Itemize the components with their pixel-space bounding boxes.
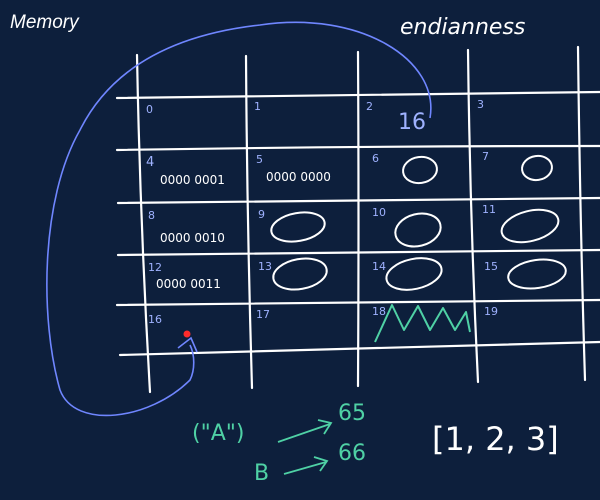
byte-circles bbox=[270, 154, 567, 291]
page-title: Memory bbox=[10, 12, 79, 33]
arrow-head-icon bbox=[313, 456, 329, 472]
circle-mark bbox=[500, 208, 560, 244]
circle-mark bbox=[385, 257, 443, 291]
circle-mark bbox=[270, 211, 326, 243]
cell-values: 0000 0001 0000 0000 0000 0010 0000 0011 bbox=[156, 170, 331, 291]
grid-line-h4 bbox=[116, 248, 600, 257]
circle-mark bbox=[521, 154, 553, 182]
grid-line-h6 bbox=[118, 340, 600, 357]
array-literal: [1, 2, 3] bbox=[432, 420, 559, 458]
cell-index: 12 bbox=[148, 261, 162, 274]
cell-bits: 0000 0000 bbox=[266, 170, 331, 184]
char-code: 65 bbox=[338, 401, 366, 426]
pointer-value: 16 bbox=[398, 110, 426, 135]
cell-index: 18 bbox=[372, 305, 386, 318]
cell-index: 1 bbox=[254, 100, 261, 113]
circle-mark bbox=[272, 257, 328, 291]
grid-line-h1 bbox=[115, 90, 600, 100]
scribble-mark bbox=[374, 304, 471, 343]
arrow-line bbox=[277, 423, 331, 443]
cell-index: 15 bbox=[484, 260, 498, 273]
grid-line-h5 bbox=[115, 298, 600, 307]
grid-line-v3 bbox=[356, 50, 360, 388]
arrow-line bbox=[283, 461, 327, 475]
circle-mark bbox=[402, 155, 438, 185]
cell-index: 17 bbox=[256, 308, 270, 321]
cell-index: 13 bbox=[258, 260, 272, 273]
cell-index: 0 bbox=[146, 103, 153, 116]
cell-indices: 0 1 2 3 4 5 6 7 8 9 10 11 12 13 14 15 16… bbox=[146, 98, 498, 326]
cell-index: 9 bbox=[258, 208, 265, 221]
cell-index: 14 bbox=[372, 260, 386, 273]
memory-grid bbox=[115, 45, 600, 394]
cell-bits: 0000 0001 bbox=[160, 173, 225, 187]
cell-index: 4 bbox=[146, 155, 154, 170]
cell-index: 5 bbox=[256, 153, 263, 166]
pointer-loop-arrow bbox=[46, 21, 432, 417]
cell-index: 19 bbox=[484, 305, 498, 318]
cell-index: 10 bbox=[372, 206, 386, 219]
mapping-arrows bbox=[277, 419, 333, 475]
cell-index: 8 bbox=[148, 209, 155, 222]
cell-index: 11 bbox=[482, 203, 496, 216]
cell-index: 2 bbox=[366, 100, 373, 113]
grid-line-h3 bbox=[116, 196, 600, 205]
char-code: 66 bbox=[338, 441, 366, 466]
cell-bits: 0000 0010 bbox=[160, 231, 225, 245]
grid-line-v5 bbox=[576, 45, 587, 382]
char-label: B bbox=[254, 461, 269, 486]
circle-mark bbox=[394, 212, 442, 248]
cell-index: 6 bbox=[372, 152, 379, 165]
red-pointer-dot bbox=[183, 330, 191, 338]
cell-index: 7 bbox=[482, 150, 489, 163]
grid-line-h2 bbox=[115, 144, 600, 152]
cell-index: 16 bbox=[148, 313, 162, 326]
cell-bits: 0000 0011 bbox=[156, 277, 221, 291]
grid-line-v2 bbox=[244, 54, 254, 390]
cell-index: 3 bbox=[477, 98, 484, 111]
arrow-head-icon bbox=[177, 336, 198, 353]
arrow-head-icon bbox=[317, 419, 333, 435]
char-label: ("A") bbox=[192, 421, 244, 446]
char-code-notes: ("A") 65 B 66 bbox=[192, 401, 366, 486]
circle-mark bbox=[507, 258, 567, 290]
endianness-label: endianness bbox=[400, 15, 525, 40]
